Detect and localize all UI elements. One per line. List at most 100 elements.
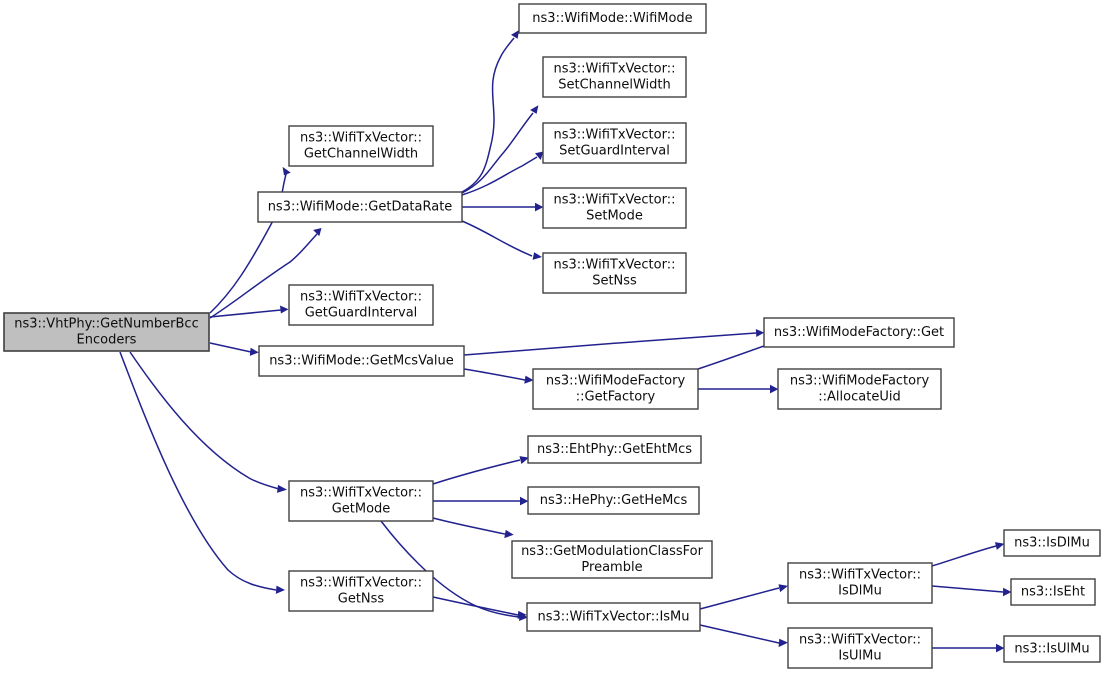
node-box-ns3-iseht[interactable]: [1010, 578, 1096, 606]
node-box-getmodulationclassforpreamble[interactable]: [511, 540, 713, 579]
edge-root-to-getdatarate: [209, 228, 322, 319]
node-label-wifitxvector-getmode: GetMode: [332, 502, 391, 517]
node-label-wifimodefactory-get: ns3::WifiModeFactory::Get: [774, 325, 944, 340]
node-label-wifitxvector-getguardinterval: GetGuardInterval: [305, 306, 418, 321]
node-box-wifitxvector-getguardinterval[interactable]: [288, 284, 434, 326]
edge-getdatarate-to-setguardinterval: [461, 151, 544, 196]
edge-txv-isdlmu-to-isdlmu: [931, 542, 1005, 567]
node-label-getmodulationclassforpreamble: Preamble: [581, 560, 642, 575]
node-label-wifimodefactory-allocateuid: ::AllocateUid: [818, 390, 900, 405]
edge-root-to-getmcsvalue: [209, 342, 259, 356]
node-box-wifitxvector-getmode[interactable]: [288, 480, 434, 522]
node-label-wifitxvector-setmode: SetMode: [586, 209, 643, 224]
node-label-ns3-isulmu: ns3::IsUlMu: [1014, 642, 1089, 657]
node-wifitxvector-isulmu[interactable]: ns3::WifiTxVector::IsUlMu: [787, 627, 933, 669]
node-label-wifitxvector-isdlmu: ns3::WifiTxVector::: [799, 568, 921, 583]
node-box-wifitxvector-setnss[interactable]: [542, 252, 687, 294]
node-wifimodefactory-get[interactable]: ns3::WifiModeFactory::Get: [763, 317, 955, 348]
node-label-wifimodefactory-getfactory: ::GetFactory: [576, 390, 656, 405]
node-wifimode-getmcsvalue[interactable]: ns3::WifiMode::GetMcsValue: [258, 345, 465, 377]
node-ns3-isdlmu[interactable]: ns3::IsDlMu: [1003, 529, 1101, 557]
node-label-ns3-iseht: ns3::IsEht: [1021, 585, 1085, 600]
node-label-ehtphy-getehtmcs: ns3::EhtPhy::GetEhtMcs: [537, 442, 692, 457]
node-wifitxvector-getmode[interactable]: ns3::WifiTxVector::GetMode: [288, 480, 434, 522]
node-label-wifitxvector-isulmu: IsUlMu: [838, 649, 881, 664]
node-label-hephy-gethemcs: ns3::HePhy::GetHeMcs: [540, 493, 688, 508]
edge-getmode-to-hephy: [433, 496, 529, 506]
node-box-ns3-isulmu[interactable]: [1003, 635, 1101, 663]
node-ehtphy-getehtmcs[interactable]: ns3::EhtPhy::GetEhtMcs: [527, 435, 702, 464]
node-label-wifitxvector-setchannelwidth: ns3::WifiTxVector::: [553, 62, 675, 77]
node-label-wifitxvector-setmode: ns3::WifiTxVector::: [553, 193, 675, 208]
edge-getdatarate-to-setmode: [462, 202, 544, 212]
edge-ismu-to-txv-isdlmu: [699, 584, 788, 610]
node-label-wifitxvector-getmode: ns3::WifiTxVector::: [300, 486, 422, 501]
node-label-vhtphy-getnumberbccencoders: Encoders: [77, 333, 137, 348]
node-wifitxvector-ismu[interactable]: ns3::WifiTxVector::IsMu: [526, 602, 701, 632]
edge-getdatarate-to-setchannelwidth: [461, 105, 539, 194]
node-box-wifitxvector-setchannelwidth[interactable]: [542, 56, 687, 98]
node-box-ehtphy-getehtmcs[interactable]: [527, 435, 702, 464]
node-label-getmodulationclassforpreamble: ns3::GetModulationClassFor: [521, 544, 704, 559]
node-label-wifitxvector-getguardinterval: ns3::WifiTxVector::: [300, 290, 422, 305]
nodes-layer: ns3::VhtPhy::GetNumberBccEncodersns3::Wi…: [3, 3, 1101, 669]
node-label-ns3-isdlmu: ns3::IsDlMu: [1014, 536, 1090, 551]
node-wifitxvector-setguardinterval[interactable]: ns3::WifiTxVector::SetGuardInterval: [542, 122, 687, 164]
edge-getmcsvalue-to-factory-get: [463, 329, 765, 356]
edge-root-to-getguardinterval: [209, 305, 289, 318]
node-box-wifimodefactory-allocateuid[interactable]: [777, 368, 942, 410]
edges-layer: [119, 30, 1012, 653]
node-box-wifimode-getdatarate[interactable]: [257, 191, 463, 223]
node-label-wifitxvector-getchannelwidth: ns3::WifiTxVector::: [300, 131, 422, 146]
node-wifimode-wifimode[interactable]: ns3::WifiMode::WifiMode: [518, 3, 707, 34]
node-wifimode-getdatarate[interactable]: ns3::WifiMode::GetDataRate: [257, 191, 463, 223]
node-wifitxvector-setchannelwidth[interactable]: ns3::WifiTxVector::SetChannelWidth: [542, 56, 687, 98]
node-box-wifitxvector-setmode[interactable]: [542, 187, 687, 229]
node-box-hephy-gethemcs[interactable]: [527, 486, 700, 515]
node-box-wifimode-getmcsvalue[interactable]: [258, 345, 465, 377]
node-box-vhtphy-getnumberbccencoders[interactable]: [3, 312, 210, 352]
node-box-wifitxvector-isdlmu[interactable]: [787, 562, 933, 604]
edge-getmcsvalue-to-factory-getfactory: [463, 368, 534, 384]
edge-txv-isulmu-to-isulmu: [932, 643, 1005, 653]
edge-root-to-getchannelwidth: [209, 166, 291, 314]
node-wifitxvector-setnss[interactable]: ns3::WifiTxVector::SetNss: [542, 252, 687, 294]
node-wifimodefactory-getfactory[interactable]: ns3::WifiModeFactory::GetFactory: [532, 368, 699, 410]
node-box-wifimodefactory-getfactory[interactable]: [532, 368, 699, 410]
node-box-wifimodefactory-get[interactable]: [763, 317, 955, 348]
node-hephy-gethemcs[interactable]: ns3::HePhy::GetHeMcs: [527, 486, 700, 515]
node-box-wifitxvector-getchannelwidth[interactable]: [288, 125, 434, 167]
node-wifimodefactory-allocateuid[interactable]: ns3::WifiModeFactory::AllocateUid: [777, 368, 942, 410]
node-wifitxvector-getchannelwidth[interactable]: ns3::WifiTxVector::GetChannelWidth: [288, 125, 434, 167]
node-box-ns3-isdlmu[interactable]: [1003, 529, 1101, 557]
node-label-wifitxvector-setguardinterval: ns3::WifiTxVector::: [553, 128, 675, 143]
node-wifitxvector-isdlmu[interactable]: ns3::WifiTxVector::IsDlMu: [787, 562, 933, 604]
edge-txv-isdlmu-to-iseht: [931, 585, 1012, 597]
edge-getmode-to-ehtphy: [432, 456, 529, 485]
node-wifitxvector-getguardinterval[interactable]: ns3::WifiTxVector::GetGuardInterval: [288, 284, 434, 326]
edge-root-to-getmode: [129, 351, 287, 493]
node-box-wifitxvector-ismu[interactable]: [526, 602, 701, 632]
node-label-wifitxvector-setchannelwidth: SetChannelWidth: [558, 78, 671, 93]
node-label-wifimodefactory-getfactory: ns3::WifiModeFactory: [546, 374, 686, 389]
node-label-vhtphy-getnumberbccencoders: ns3::VhtPhy::GetNumberBcc: [14, 317, 198, 332]
node-box-wifitxvector-isulmu[interactable]: [787, 627, 933, 669]
node-ns3-iseht[interactable]: ns3::IsEht: [1010, 578, 1096, 606]
edge-getmode-to-getmodclass: [432, 517, 514, 539]
node-label-wifitxvector-isdlmu: IsDlMu: [838, 584, 882, 599]
node-box-wifimode-wifimode[interactable]: [518, 3, 707, 34]
node-label-wifimode-wifimode: ns3::WifiMode::WifiMode: [532, 11, 692, 26]
node-label-wifimode-getmcsvalue: ns3::WifiMode::GetMcsValue: [269, 354, 454, 369]
node-ns3-isulmu[interactable]: ns3::IsUlMu: [1003, 635, 1101, 663]
node-label-wifimodefactory-allocateuid: ns3::WifiModeFactory: [790, 374, 930, 389]
edge-getdatarate-to-wifimode-ctor: [461, 30, 520, 193]
node-box-wifitxvector-getnss[interactable]: [288, 570, 434, 612]
node-label-wifitxvector-setnss: SetNss: [592, 274, 637, 289]
node-box-wifitxvector-setguardinterval[interactable]: [542, 122, 687, 164]
node-wifitxvector-setmode[interactable]: ns3::WifiTxVector::SetMode: [542, 187, 687, 229]
node-wifitxvector-getnss[interactable]: ns3::WifiTxVector::GetNss: [288, 570, 434, 612]
